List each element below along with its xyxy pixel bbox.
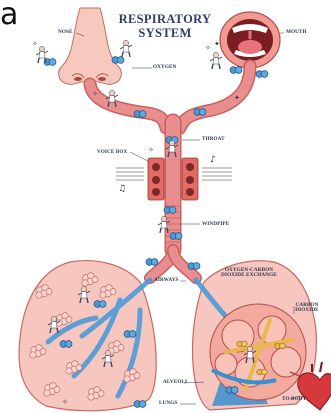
- title-line-1: RESPIRATORY: [109, 12, 221, 26]
- mouth-label: MOUTH: [286, 30, 307, 35]
- diagram-title: RESPIRATORY SYSTEM: [109, 12, 221, 40]
- to-body-label: TO BODY: [282, 397, 306, 402]
- svg-text:✧: ✧: [32, 40, 38, 48]
- corner-letter: a: [0, 0, 18, 34]
- svg-text:♫: ♫: [118, 184, 126, 194]
- svg-text:✦: ✦: [234, 94, 240, 102]
- exchange-label: OXYGEN-CARBON DIOXIDE EXCHANGE: [214, 268, 284, 279]
- exchange-label-line-2: DIOXIDE EXCHANGE: [214, 273, 284, 278]
- voice-box-label: VOICE BOX: [97, 150, 127, 155]
- svg-text:♪: ♪: [210, 155, 216, 165]
- carbon-dioxide-label: CARBON DIOXIDE: [290, 303, 324, 314]
- nose-label: NOSE: [58, 30, 73, 35]
- carbon-label-line-2: DIOXIDE: [290, 308, 324, 313]
- svg-text:✦: ✦: [214, 40, 220, 48]
- throat-label: THROAT: [202, 137, 225, 142]
- svg-text:✧: ✧: [205, 44, 211, 52]
- lungs-label: LUNGS: [159, 401, 177, 406]
- oxygen-label: OXYGEN: [153, 65, 176, 70]
- title-line-2: SYSTEM: [109, 26, 221, 40]
- airways-label: AIRWAYS: [154, 278, 179, 283]
- svg-text:✧: ✧: [148, 146, 154, 154]
- svg-text:✧: ✧: [92, 90, 98, 98]
- windpipe-label: WINDPIPE: [202, 222, 229, 227]
- svg-text:✧: ✧: [62, 398, 68, 406]
- alveoli-label: ALVEOLI: [163, 380, 187, 385]
